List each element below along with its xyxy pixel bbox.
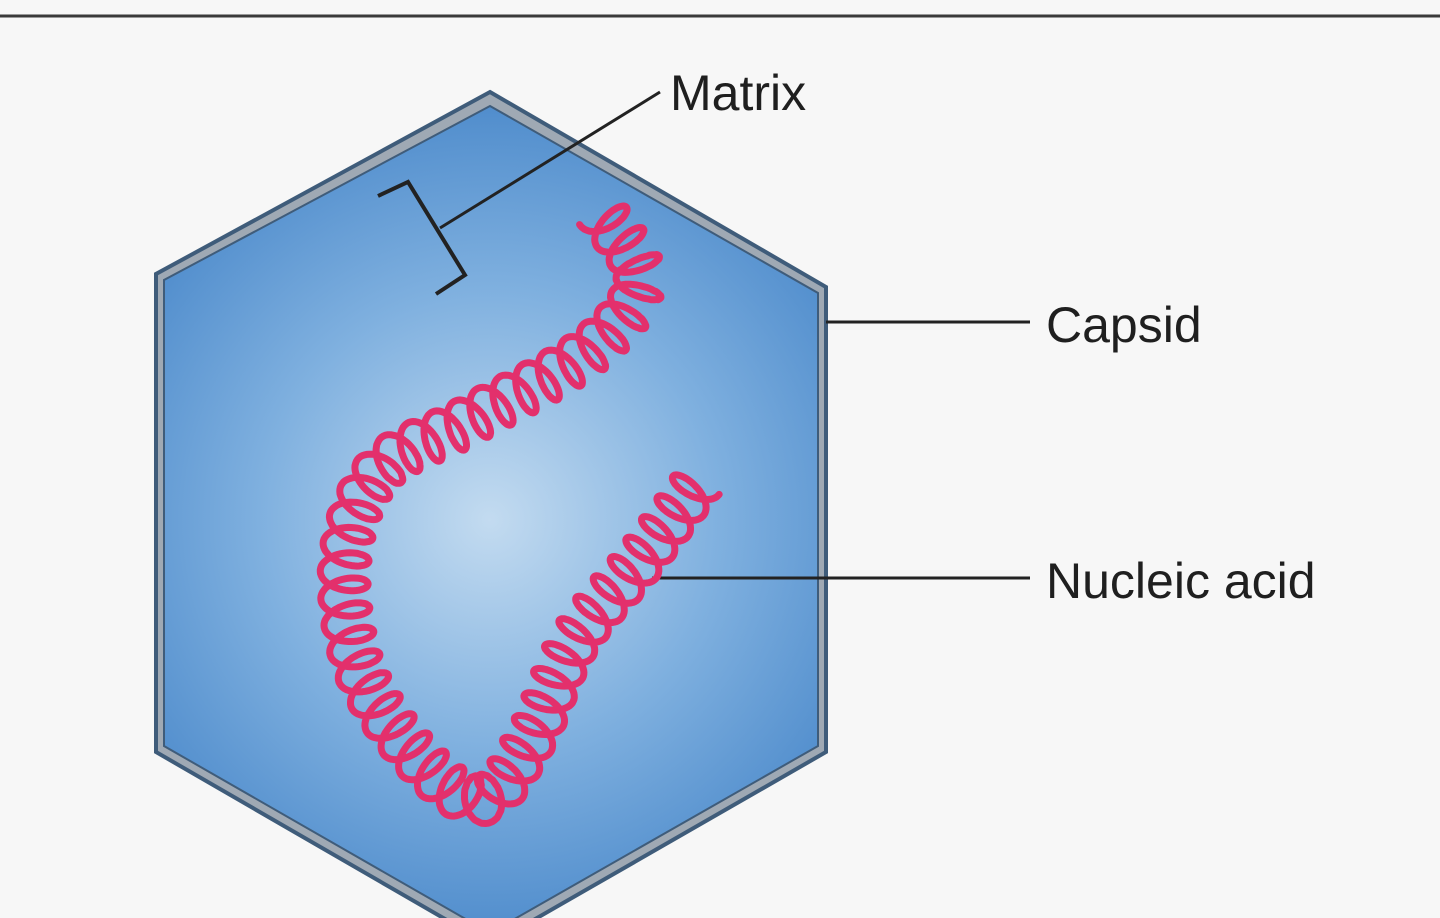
matrix-label: Matrix	[670, 65, 806, 121]
capsid-interior	[163, 104, 819, 918]
matrix-leader-line	[439, 90, 661, 230]
capsid-label: Capsid	[1046, 297, 1202, 353]
matrix-bracket	[377, 179, 468, 296]
nucleic-acid-label: Nucleic acid	[1046, 553, 1316, 609]
nucleic-acid-helix	[316, 202, 723, 827]
